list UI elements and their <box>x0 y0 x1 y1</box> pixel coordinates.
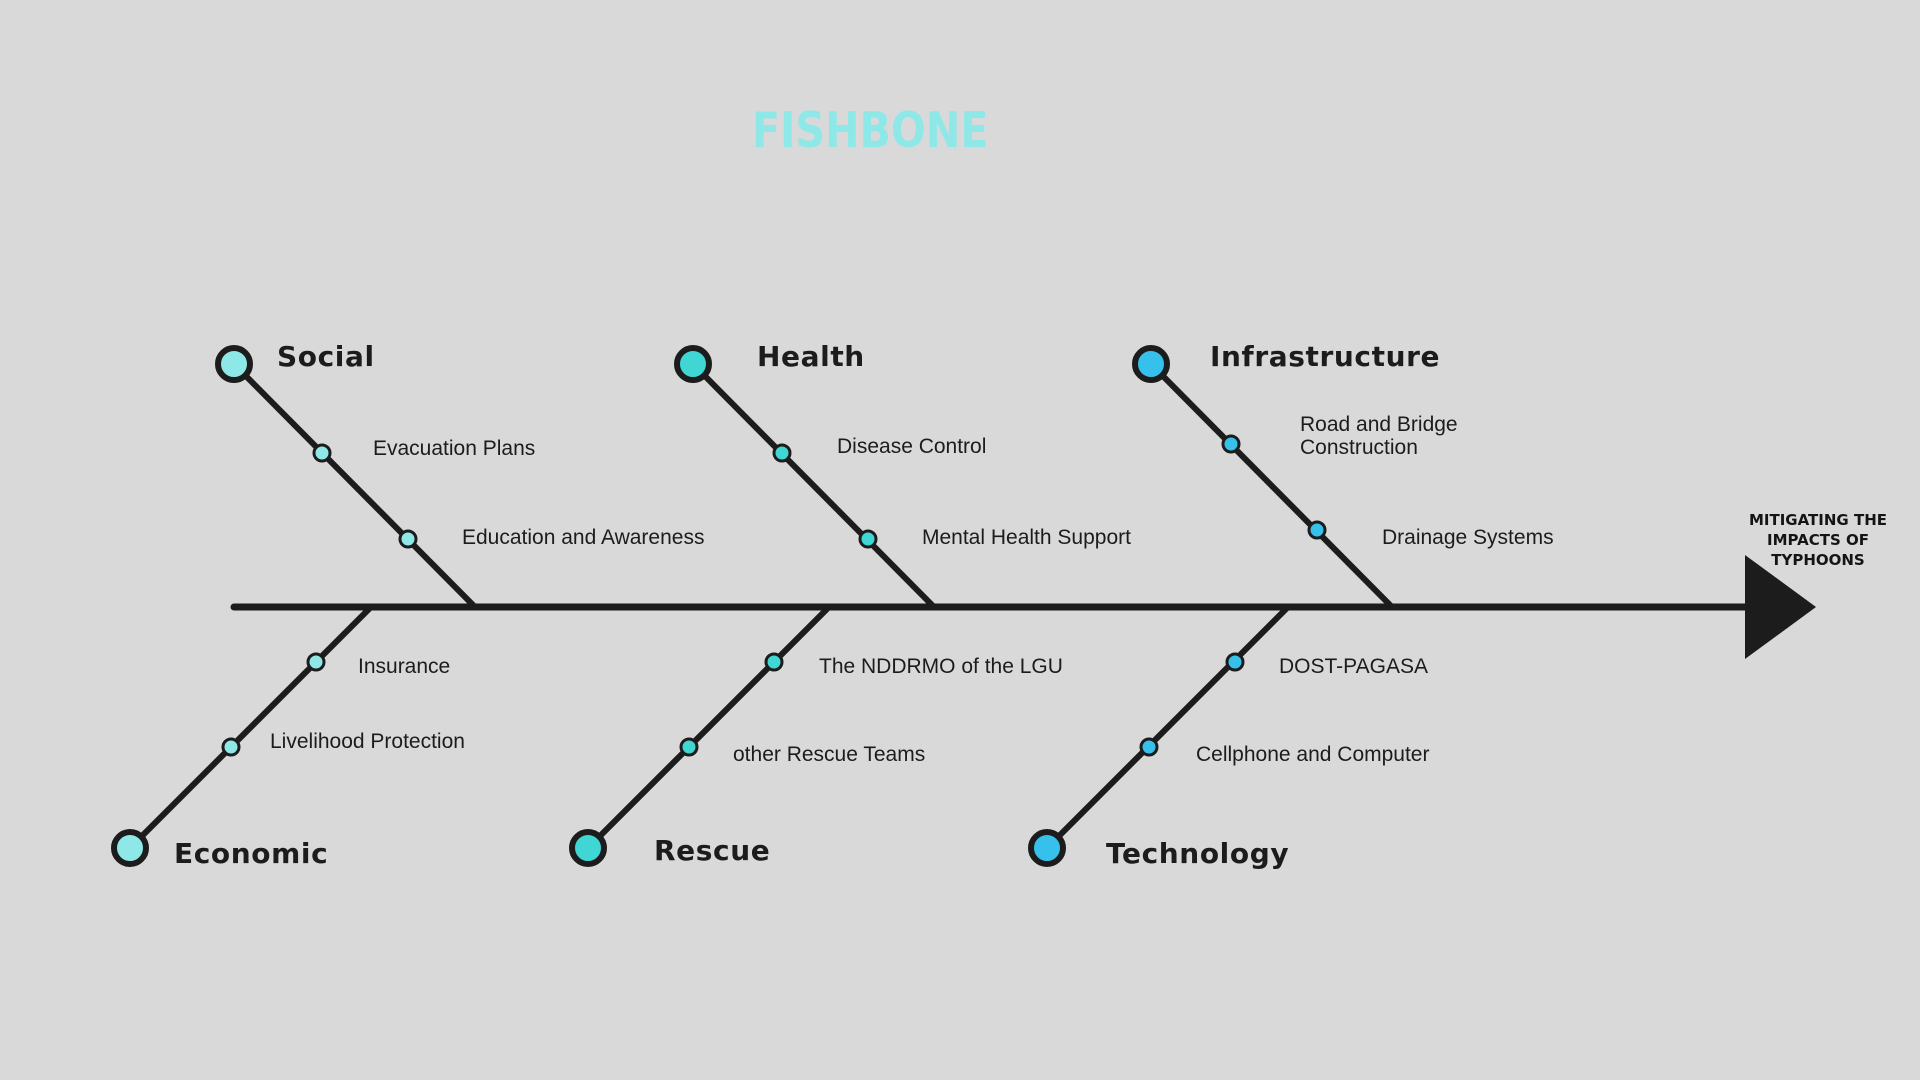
cause-node <box>1225 652 1245 672</box>
cause-label: The NDDRMO of the LGU <box>819 655 1063 678</box>
bone-technology <box>1028 605 1290 867</box>
bone-end-node <box>569 829 607 867</box>
bone-economic <box>111 605 373 867</box>
effect-label: MITIGATING THE IMPACTS OF TYPHOONS <box>1748 511 1887 569</box>
category-label-infrastructure: Infrastructure <box>1210 340 1441 373</box>
cause-node <box>858 529 878 549</box>
category-label-health: Health <box>757 340 865 373</box>
cause-label: Road and Bridge Construction <box>1300 413 1458 459</box>
bone-line <box>127 605 373 851</box>
cause-node <box>1139 737 1159 757</box>
bone-end-node <box>674 345 712 383</box>
category-label-social: Social <box>277 340 375 373</box>
cause-node <box>312 443 332 463</box>
cause-node <box>306 652 326 672</box>
cause-label: Insurance <box>358 655 451 678</box>
bone-end-node <box>1132 345 1170 383</box>
cause-node <box>1221 434 1241 454</box>
cause-label: Evacuation Plans <box>373 437 536 460</box>
bone-line <box>1044 605 1290 851</box>
arrow-head <box>1745 555 1816 659</box>
cause-label: Disease Control <box>837 435 987 458</box>
cause-label: Education and Awareness <box>462 526 705 549</box>
cause-node <box>679 737 699 757</box>
bone-rescue <box>569 605 831 867</box>
bone-end-node <box>1028 829 1066 867</box>
bone-line <box>690 361 936 609</box>
bone-line <box>585 605 831 851</box>
category-label-technology: Technology <box>1106 837 1290 870</box>
cause-label: Mental Health Support <box>922 526 1131 549</box>
bone-infrastructure <box>1132 345 1394 609</box>
bone-health <box>674 345 936 609</box>
bone-end-node <box>111 829 149 867</box>
cause-node <box>398 529 418 549</box>
cause-label: DOST-PAGASA <box>1279 655 1428 678</box>
bone-line <box>1148 361 1394 609</box>
cause-label: Cellphone and Computer <box>1196 743 1430 766</box>
bone-line <box>231 361 477 609</box>
cause-node <box>772 443 792 463</box>
bone-social <box>215 345 477 609</box>
category-label-economic: Economic <box>174 837 329 870</box>
category-label-rescue: Rescue <box>654 834 771 867</box>
cause-node <box>221 737 241 757</box>
cause-label: Drainage Systems <box>1382 526 1554 549</box>
cause-label: Livelihood Protection <box>270 730 465 753</box>
cause-label: other Rescue Teams <box>733 743 926 766</box>
cause-node <box>764 652 784 672</box>
bone-end-node <box>215 345 253 383</box>
cause-node <box>1307 520 1327 540</box>
